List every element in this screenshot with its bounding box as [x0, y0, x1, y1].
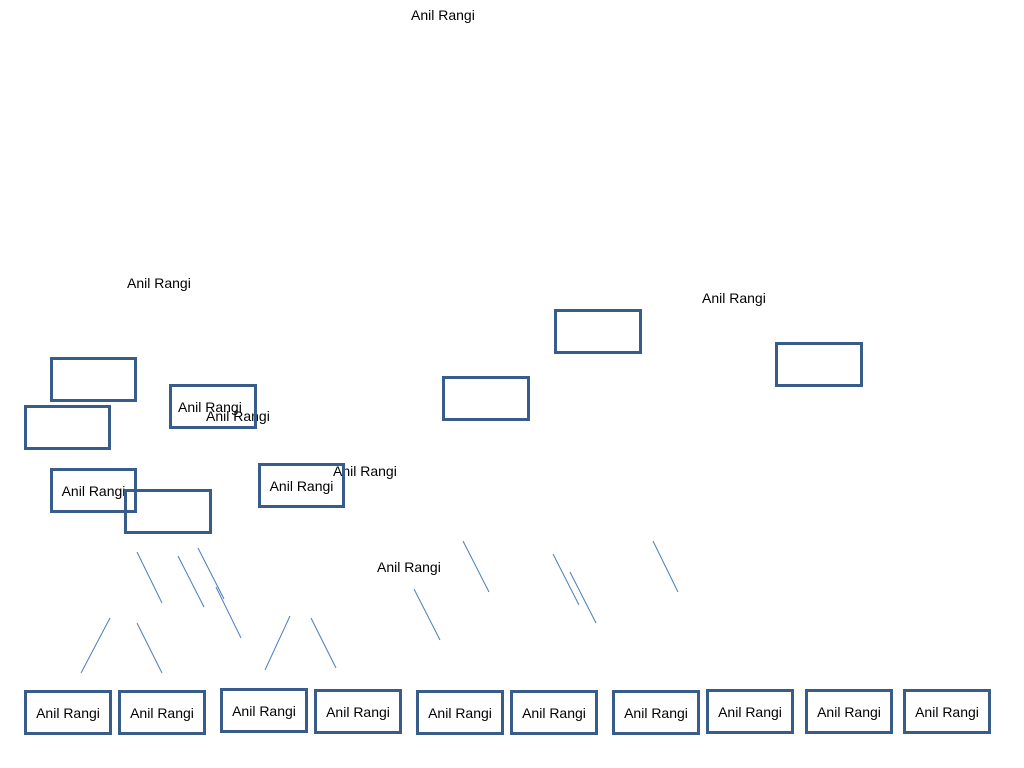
connector-line: [136, 551, 163, 604]
right-title-label: Anil Rangi: [702, 290, 766, 306]
bottom-box-8: Anil Rangi: [706, 689, 794, 734]
box-label: Anil Rangi: [36, 704, 100, 721]
top-label: Anil Rangi: [411, 7, 475, 23]
bottom-box-6: Anil Rangi: [510, 690, 598, 735]
left-title-label: Anil Rangi: [127, 275, 191, 291]
middle-label: Anil Rangi: [333, 463, 397, 479]
diagram-box: [24, 405, 111, 450]
box-label: Anil Rangi: [624, 704, 688, 721]
box-label: Anil Rangi: [522, 704, 586, 721]
connector-line: [80, 617, 111, 674]
diagram-box-labeled: Anil Rangi: [258, 463, 345, 508]
box-label: Anil Rangi: [232, 702, 296, 719]
connector-line: [197, 547, 225, 600]
connector-line: [177, 555, 205, 608]
box-label: Anil Rangi: [61, 482, 126, 499]
diagram-box: [775, 342, 863, 387]
box-label: Anil Rangi: [817, 703, 881, 720]
connector-line: [569, 571, 597, 624]
connector-line: [462, 540, 490, 593]
overlap-label-b: Anil Rangi: [206, 408, 270, 424]
diagram-box: [50, 357, 137, 402]
connector-line: [136, 622, 163, 674]
connector-line: [215, 586, 242, 639]
connector-line: [264, 615, 291, 671]
box-label: Anil Rangi: [326, 703, 390, 720]
bottom-box-4: Anil Rangi: [314, 689, 402, 734]
diagram-box: [124, 489, 212, 534]
connector-line: [652, 540, 679, 593]
diagram-box: [554, 309, 642, 354]
connector-line: [413, 588, 441, 641]
bottom-box-5: Anil Rangi: [416, 690, 504, 735]
bottom-box-1: Anil Rangi: [24, 690, 112, 735]
box-label: Anil Rangi: [915, 703, 979, 720]
box-label: Anil Rangi: [428, 704, 492, 721]
bottom-box-7: Anil Rangi: [612, 690, 700, 735]
bottom-box-9: Anil Rangi: [805, 689, 893, 734]
box-label: Anil Rangi: [130, 704, 194, 721]
diagram-box: [169, 384, 257, 429]
diagram-box: [442, 376, 530, 421]
bottom-box-10: Anil Rangi: [903, 689, 991, 734]
bottom-box-3: Anil Rangi: [220, 688, 308, 733]
connector-line: [310, 617, 337, 669]
connector-line: [552, 553, 580, 606]
bottom-box-2: Anil Rangi: [118, 690, 206, 735]
center-low-label: Anil Rangi: [377, 559, 441, 575]
box-label: Anil Rangi: [718, 703, 782, 720]
overlap-label-a: Anil Rangi: [178, 399, 242, 415]
box-label: Anil Rangi: [269, 477, 334, 494]
